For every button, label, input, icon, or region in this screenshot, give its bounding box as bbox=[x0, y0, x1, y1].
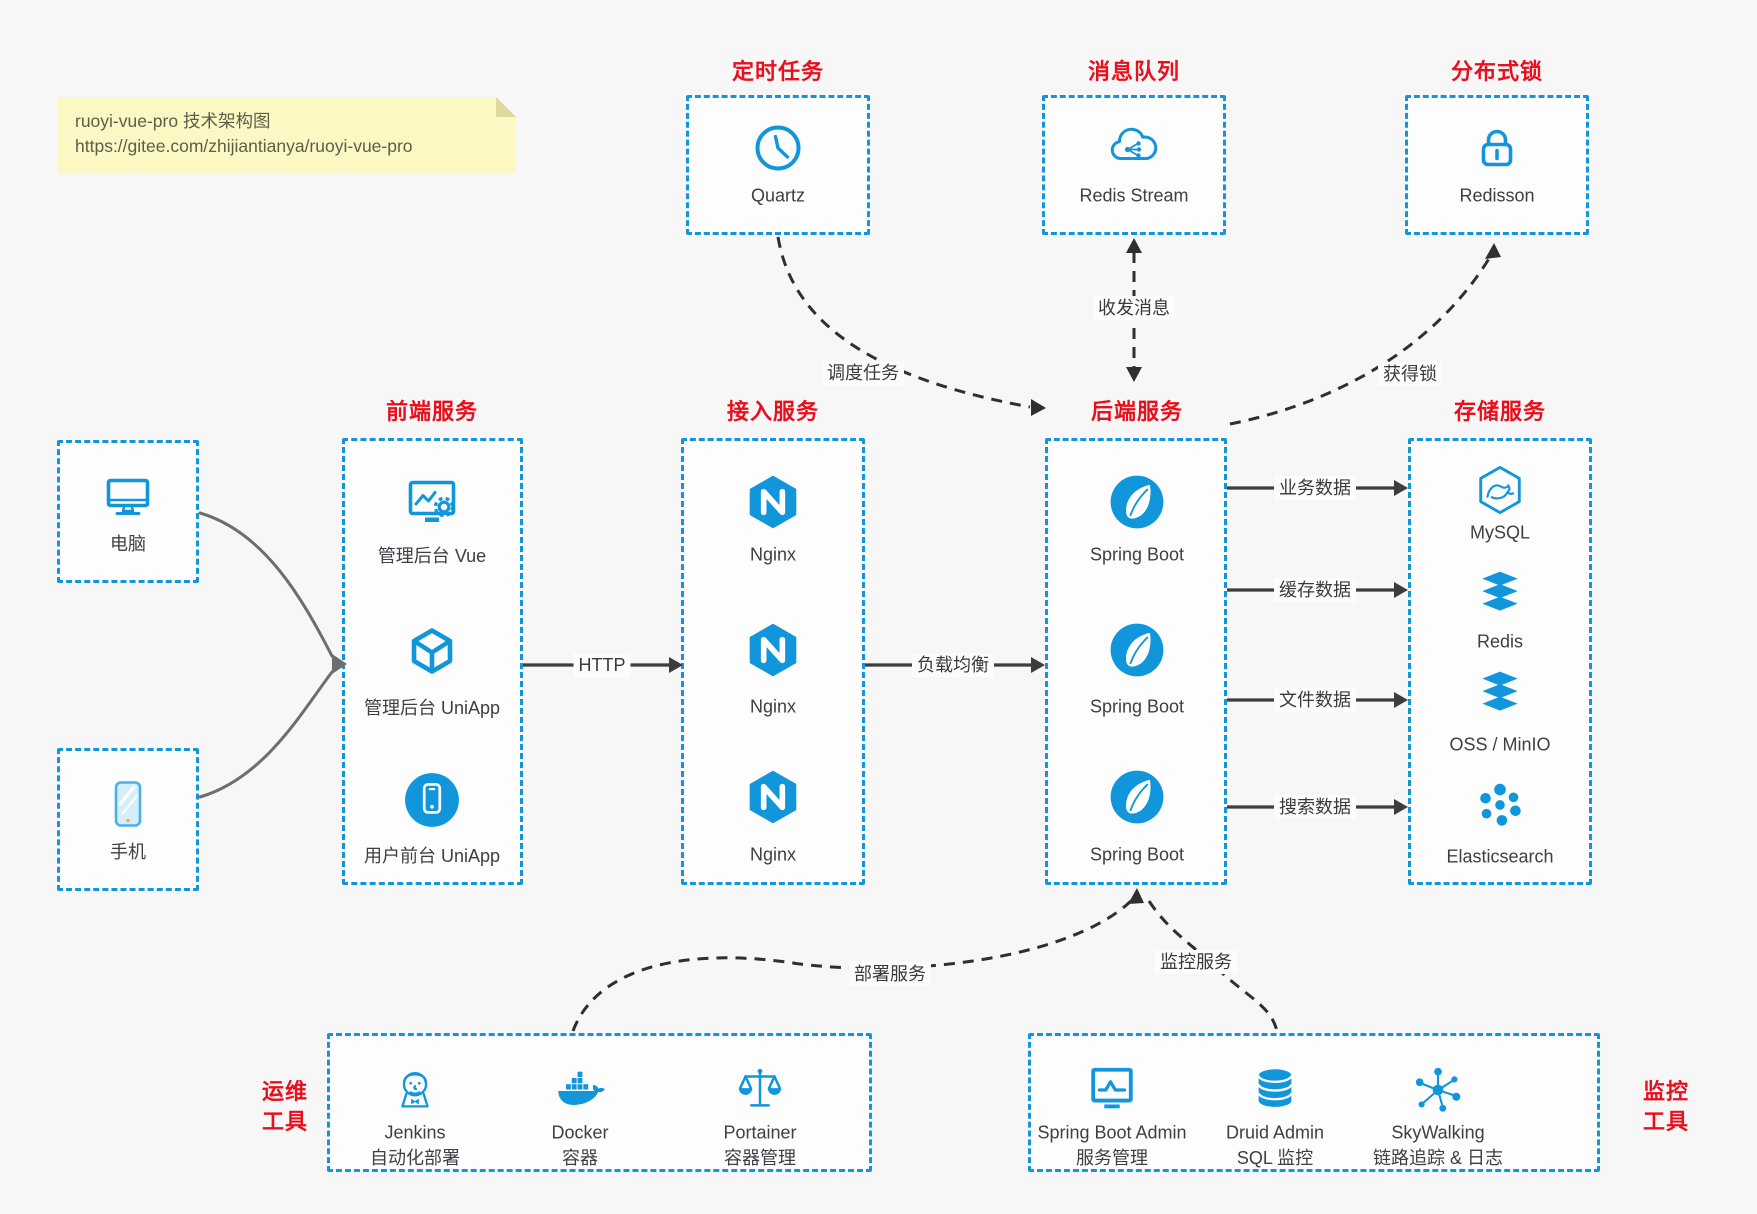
monitoring-item-desc: 服务管理 bbox=[1076, 1148, 1148, 1168]
nginx-hexagon-icon bbox=[744, 621, 802, 679]
frontend-title: 前端服务 bbox=[385, 399, 479, 424]
ops-item-desc: 容器 bbox=[562, 1148, 598, 1168]
mq-title: 消息队列 bbox=[1087, 59, 1181, 84]
redis-stream-label: Redis Stream bbox=[1079, 185, 1189, 206]
search-data-edge-label: 搜索数据 bbox=[1274, 795, 1356, 819]
ops-item-desc: 自动化部署 bbox=[370, 1148, 460, 1168]
sticky-note: ruoyi-vue-pro 技术架构图 https://gitee.com/zh… bbox=[58, 97, 516, 173]
portainer-scales-icon bbox=[733, 1063, 787, 1117]
nginx-hexagon-icon bbox=[744, 768, 802, 826]
cache-data-edge-label: 缓存数据 bbox=[1274, 578, 1356, 602]
pc-label: 电脑 bbox=[110, 534, 146, 554]
clock-icon bbox=[750, 120, 806, 176]
spring-leaf-icon bbox=[1108, 473, 1166, 531]
cloud-message-icon bbox=[1106, 120, 1162, 176]
ops-item-name: Docker bbox=[551, 1122, 609, 1143]
schedule-task-arrow bbox=[776, 236, 1046, 416]
scheduler-box bbox=[686, 95, 870, 235]
quartz-label: Quartz bbox=[750, 185, 806, 206]
mysql-dolphin-icon bbox=[1473, 463, 1527, 517]
admin-monitor-gear-icon bbox=[404, 474, 460, 530]
note-url: https://gitee.com/zhijiantianya/ruoyi-vu… bbox=[75, 136, 413, 156]
monitoring-item-name: Druid Admin bbox=[1225, 1122, 1325, 1143]
http-edge-label: HTTP bbox=[573, 653, 631, 677]
storage-box bbox=[1408, 438, 1592, 885]
monitoring-item-desc: 链路追踪 & 日志 bbox=[1372, 1148, 1504, 1168]
redisson-label: Redisson bbox=[1459, 185, 1535, 206]
file-data-edge-label: 文件数据 bbox=[1274, 688, 1356, 712]
ops-side-label-line2: 工具 bbox=[261, 1109, 309, 1134]
monitoring-side-label-line2: 工具 bbox=[1642, 1109, 1690, 1134]
nginx-hexagon-icon bbox=[744, 473, 802, 531]
mobile-label: 手机 bbox=[110, 842, 146, 862]
business-data-edge-label: 业务数据 bbox=[1274, 476, 1356, 500]
ops-side-label-line1: 运维 bbox=[261, 1079, 309, 1104]
nginx-label: Nginx bbox=[749, 544, 797, 565]
monitoring-item-name: Spring Boot Admin bbox=[1037, 1122, 1187, 1143]
ops-item-name: Portainer bbox=[723, 1122, 797, 1143]
chart-monitor-icon bbox=[1085, 1063, 1139, 1117]
deploy-service-arrow bbox=[571, 888, 1144, 1032]
mq-box bbox=[1042, 95, 1226, 235]
database-cylinder-icon bbox=[1248, 1063, 1302, 1117]
elasticsearch-cluster-icon bbox=[1473, 778, 1527, 832]
storage-title: 存储服务 bbox=[1453, 399, 1547, 424]
lock-icon bbox=[1469, 120, 1525, 176]
backend-title: 后端服务 bbox=[1090, 399, 1184, 424]
storage-item-label: OSS / MinIO bbox=[1449, 734, 1551, 755]
cube-icon bbox=[404, 625, 460, 681]
acquire-lock-arrow bbox=[1229, 243, 1501, 426]
gateway-title: 接入服务 bbox=[726, 399, 820, 424]
spring-boot-label: Spring Boot bbox=[1089, 844, 1185, 865]
nginx-label: Nginx bbox=[749, 844, 797, 865]
scheduler-title: 定时任务 bbox=[731, 59, 825, 84]
frontend-item-label: 用户前台 UniApp bbox=[363, 846, 501, 866]
monitoring-item-desc: SQL 监控 bbox=[1236, 1148, 1314, 1168]
nginx-label: Nginx bbox=[749, 696, 797, 717]
redis-stack-icon bbox=[1474, 567, 1526, 619]
ops-item-desc: 容器管理 bbox=[724, 1148, 796, 1168]
storage-item-label: MySQL bbox=[1469, 522, 1531, 543]
phone-circle-icon bbox=[403, 771, 461, 829]
spring-leaf-icon bbox=[1108, 768, 1166, 826]
schedule-task-edge-label: 调度任务 bbox=[822, 361, 904, 385]
monitor-service-edge-label: 监控服务 bbox=[1155, 950, 1237, 974]
acquire-lock-edge-label: 获得锁 bbox=[1378, 362, 1442, 386]
load-balance-edge-label: 负载均衡 bbox=[912, 653, 994, 677]
smartphone-icon bbox=[100, 776, 156, 832]
desktop-icon bbox=[100, 468, 156, 524]
spring-boot-label: Spring Boot bbox=[1089, 696, 1185, 717]
storage-item-label: Redis bbox=[1476, 631, 1524, 652]
note-title: ruoyi-vue-pro 技术架构图 bbox=[75, 111, 271, 131]
monitoring-side-label-line1: 监控 bbox=[1642, 1079, 1690, 1104]
frontend-item-label: 管理后台 UniApp bbox=[363, 698, 501, 718]
frontend-item-label: 管理后台 Vue bbox=[377, 546, 487, 566]
send-receive-message-edge-label: 收发消息 bbox=[1093, 296, 1175, 320]
frontend-arrowhead bbox=[332, 654, 347, 674]
ops-item-name: Jenkins bbox=[384, 1122, 446, 1143]
storage-stack-icon bbox=[1474, 667, 1526, 719]
monitoring-item-name: SkyWalking bbox=[1391, 1122, 1485, 1143]
jenkins-butler-icon bbox=[388, 1063, 442, 1117]
spring-leaf-icon bbox=[1108, 621, 1166, 679]
lock-title: 分布式锁 bbox=[1450, 59, 1544, 84]
pc-to-frontend-arrow bbox=[198, 511, 334, 799]
docker-whale-icon bbox=[553, 1063, 607, 1117]
topology-icon bbox=[1411, 1063, 1465, 1117]
storage-item-label: Elasticsearch bbox=[1446, 846, 1554, 867]
deploy-service-edge-label: 部署服务 bbox=[849, 962, 931, 986]
spring-boot-label: Spring Boot bbox=[1089, 544, 1185, 565]
